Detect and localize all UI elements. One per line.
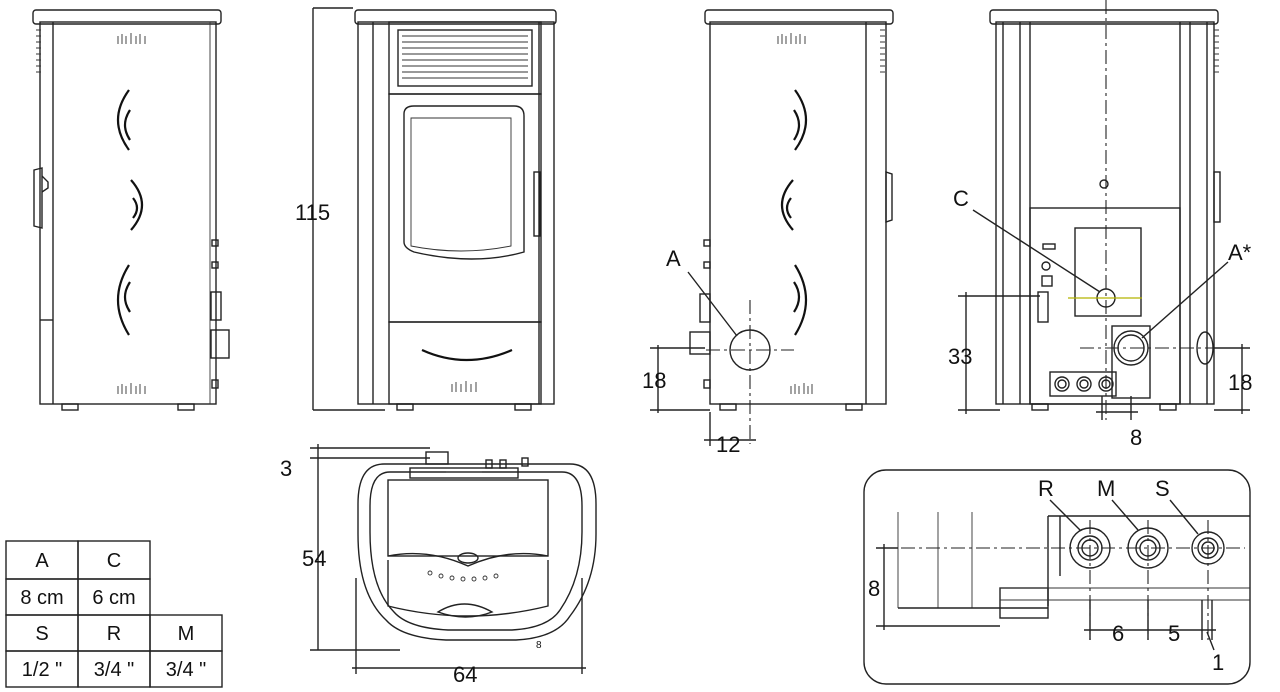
table-cell-a-value: 8 cm: [20, 587, 63, 609]
dim-6-label: 6: [1112, 621, 1124, 646]
detail-view: R M S 8 6 5 1: [863, 469, 1251, 685]
top-view-small-mark: 8: [536, 640, 542, 651]
dim-1-label: 1: [1212, 650, 1224, 675]
height-115-label: 115: [295, 200, 330, 225]
connector-a-label: A: [666, 246, 681, 271]
table-cell-s-value: 1/2 ": [22, 659, 62, 681]
dim-54-label: 54: [302, 546, 326, 571]
table-cell-a: A: [35, 550, 49, 572]
table-cell-c-value: 6 cm: [92, 587, 135, 609]
dim-18-right-label: 18: [1228, 370, 1252, 395]
dim-3-label: 3: [280, 456, 292, 481]
right-side-view: A 18 12: [642, 9, 894, 457]
table-cell-r: R: [107, 623, 121, 645]
dim-12-label: 12: [716, 432, 740, 457]
dim-5-label: 5: [1168, 621, 1180, 646]
top-view: 3 54 8 64: [280, 444, 597, 687]
dim-8-rear-label: 8: [1130, 425, 1142, 450]
left-side-view: [32, 9, 230, 411]
label-a-star: A*: [1228, 240, 1252, 265]
label-r: R: [1038, 476, 1054, 501]
dim-18-left-label: 18: [642, 368, 666, 393]
table-cell-m-value: 3/4 ": [166, 659, 206, 681]
front-view: 115: [295, 7, 557, 411]
label-s: S: [1155, 476, 1170, 501]
spec-table: A C 8 cm 6 cm S R M 1/2 " 3/4 " 3/4 ": [5, 540, 223, 688]
table-cell-s: S: [35, 623, 48, 645]
dim-8-detail-label: 8: [868, 576, 880, 601]
dim-33-label: 33: [948, 344, 972, 369]
dim-64-label: 64: [453, 662, 477, 687]
table-cell-c: C: [107, 550, 121, 572]
label-c: C: [953, 186, 969, 211]
label-m: M: [1097, 476, 1115, 501]
table-cell-r-value: 3/4 ": [94, 659, 134, 681]
rear-view: C A* 33 18 8: [948, 0, 1252, 450]
table-cell-m: M: [178, 623, 195, 645]
